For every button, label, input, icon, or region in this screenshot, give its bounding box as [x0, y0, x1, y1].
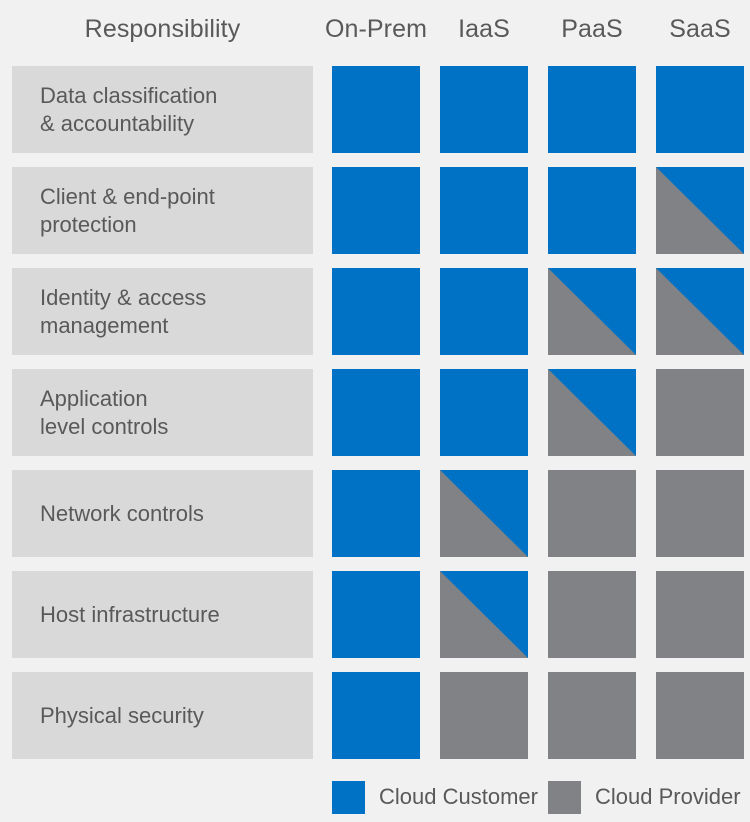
column-header-paas: PaaS	[561, 14, 623, 43]
matrix-cell-iaas	[440, 167, 528, 254]
matrix-cell-iaas	[440, 470, 528, 557]
row-label-line-1: Identity & access	[40, 284, 207, 310]
row-label: Data classification& accountability	[12, 66, 313, 153]
row-label: Physical security	[12, 672, 313, 759]
column-header-on-prem: On-Prem	[324, 14, 428, 43]
matrix-cell-paas	[548, 268, 636, 355]
column-header-iaas: IaaS	[458, 14, 510, 43]
matrix-cell-saas	[656, 369, 744, 456]
matrix-cell-paas	[548, 369, 636, 456]
matrix-cell-saas	[656, 470, 744, 557]
legend: Cloud Customer Cloud Provider	[0, 779, 750, 817]
matrix-cell-iaas	[440, 571, 528, 658]
matrix-cell-on-prem	[332, 268, 420, 355]
matrix-cell-on-prem	[332, 369, 420, 456]
row-label-line-2: management	[40, 312, 169, 338]
row-label-line-2: level controls	[40, 413, 169, 439]
matrix-cell-on-prem	[332, 470, 420, 557]
row-label-line-2: protection	[40, 211, 137, 237]
row-label-line-1: Client & end-point	[40, 183, 215, 209]
matrix-cell-saas	[656, 268, 744, 355]
legend-swatch-customer-icon	[332, 780, 365, 814]
legend-swatch-provider-icon	[548, 780, 581, 814]
matrix-cell-on-prem	[332, 66, 420, 153]
matrix-cell-iaas	[440, 66, 528, 153]
matrix-cell-saas	[656, 571, 744, 658]
matrix-header: Responsibility On-Prem IaaS PaaS SaaS	[0, 0, 750, 58]
matrix-cell-paas	[548, 167, 636, 254]
matrix-cell-paas	[548, 66, 636, 153]
matrix-cell-iaas	[440, 369, 528, 456]
matrix-cell-paas	[548, 571, 636, 658]
row-label-line-1: Data classification	[40, 82, 218, 108]
column-header-responsibility: Responsibility	[84, 14, 241, 43]
matrix-cell-on-prem	[332, 167, 420, 254]
matrix-row: Data classification& accountability	[0, 66, 750, 153]
matrix-cell-iaas	[440, 268, 528, 355]
legend-item-cloud-customer: Cloud Customer	[332, 779, 538, 815]
row-label-line-2: & accountability	[40, 110, 195, 136]
row-label-line-1: Network controls	[40, 500, 204, 526]
matrix-cell-saas	[656, 66, 744, 153]
matrix-cell-paas	[548, 672, 636, 759]
row-label: Network controls	[12, 470, 313, 557]
matrix-cell-paas	[548, 470, 636, 557]
matrix-cell-saas	[656, 672, 744, 759]
matrix-row: Host infrastructure	[0, 571, 750, 658]
legend-label-cloud-customer: Cloud Customer	[379, 784, 538, 809]
legend-label-cloud-provider: Cloud Provider	[595, 784, 741, 809]
matrix-cell-on-prem	[332, 571, 420, 658]
matrix-row: Network controls	[0, 470, 750, 557]
row-label-line-1: Host infrastructure	[40, 601, 220, 627]
matrix-cell-on-prem	[332, 672, 420, 759]
row-label-line-1: Physical security	[40, 702, 204, 728]
row-label-line-1: Application	[40, 385, 148, 411]
matrix-row: Physical security	[0, 672, 750, 759]
legend-item-cloud-provider: Cloud Provider	[548, 779, 741, 815]
matrix-cell-saas	[656, 167, 744, 254]
row-label: Host infrastructure	[12, 571, 313, 658]
column-header-saas: SaaS	[669, 14, 731, 43]
matrix-cell-iaas	[440, 672, 528, 759]
